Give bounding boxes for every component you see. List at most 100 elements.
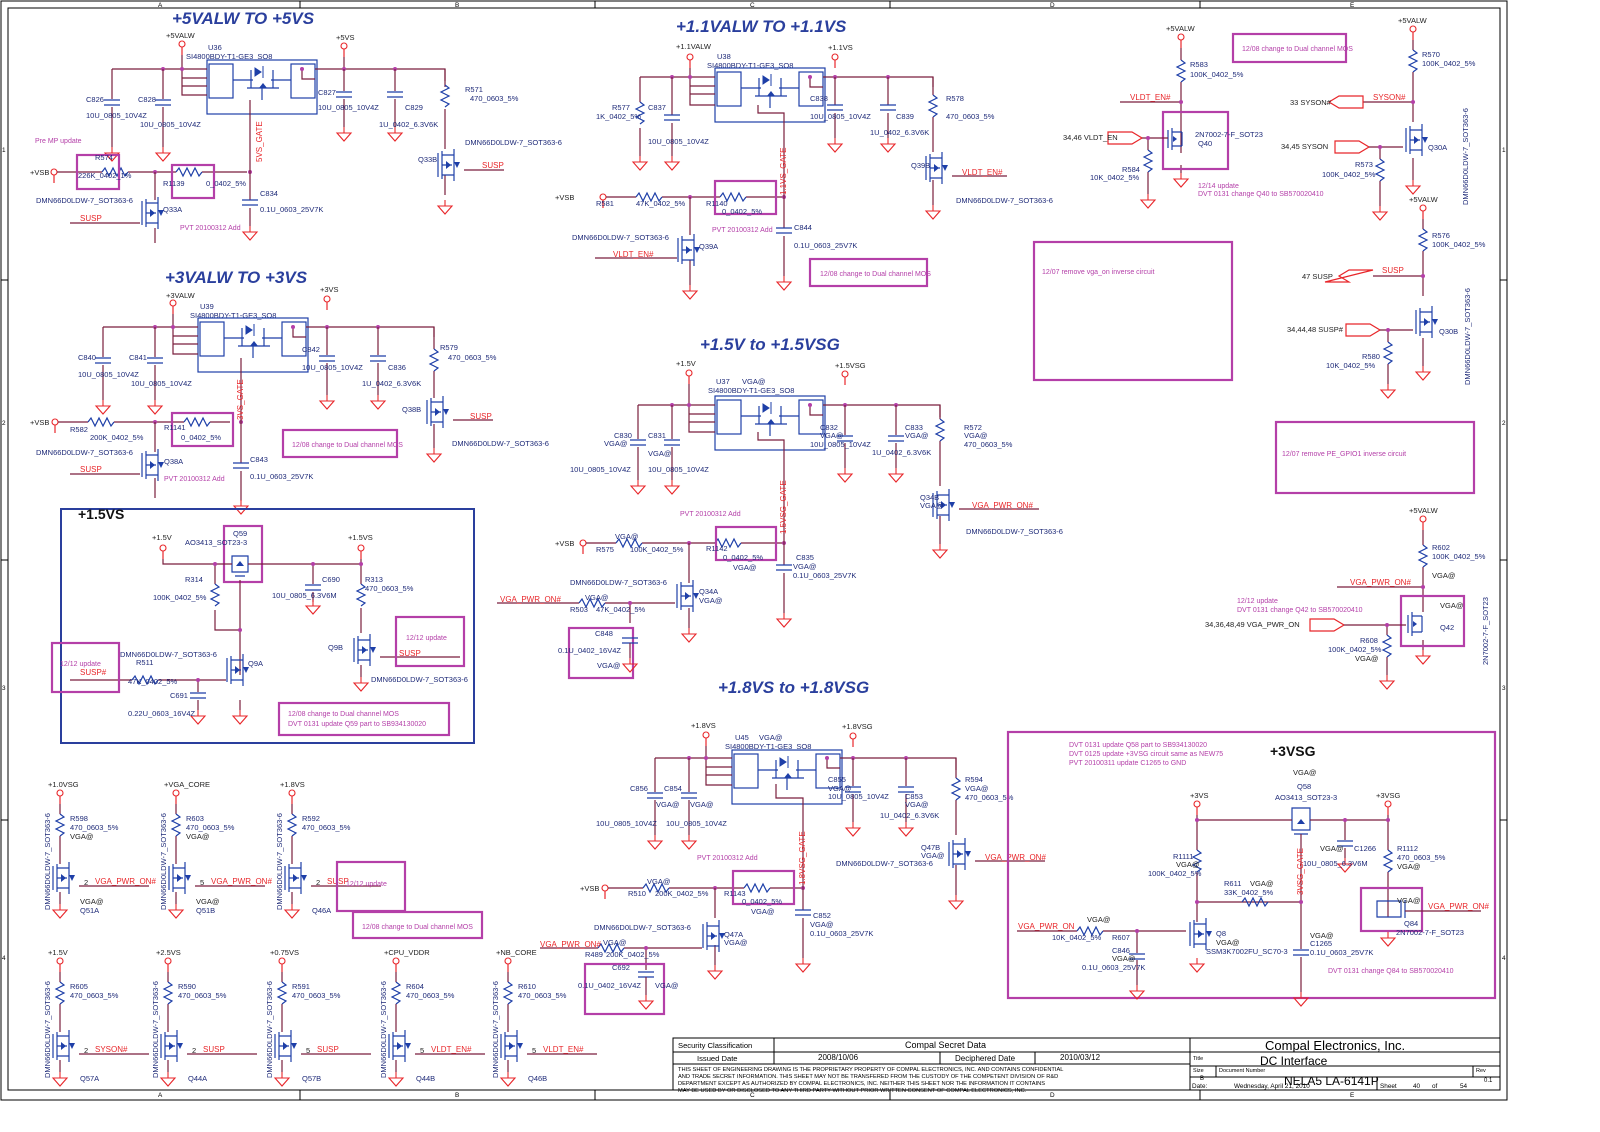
document-title: DC Interface	[1260, 1054, 1328, 1068]
resistor-value: 100K_0402_5%	[1432, 552, 1486, 561]
zone-label: D	[1050, 2, 1055, 9]
resistor-ref: R607	[1112, 933, 1130, 942]
resistor-ref: R583	[1190, 60, 1208, 69]
mosfet-symbol	[52, 1029, 76, 1063]
resistor-value: 470_0603_5%	[406, 991, 455, 1000]
rail-label: +VSB	[30, 418, 49, 427]
annotation: 12/12 update	[406, 635, 447, 642]
gate-net-label: 3VS_GATE	[236, 379, 245, 420]
annotation: 12/07 remove PE_GPIO1 inverse circuit	[1282, 451, 1406, 458]
resistor-value: 1K_0402_5%	[596, 112, 641, 121]
pin-number: 2	[84, 1046, 88, 1055]
net-label: SYSON#	[95, 1045, 128, 1054]
rail-symbol	[56, 789, 64, 805]
resistor-ref: R611	[1224, 879, 1241, 888]
mosfet-part: DMN66D0LDW-7_SOT363-6	[594, 923, 691, 932]
issued-date-value: 2008/10/06	[818, 1053, 859, 1062]
cap-ref: C829	[405, 103, 423, 112]
annotation: DVT 0131 update Q59 part to SB934130020	[288, 721, 426, 728]
revision-label: Rev	[1476, 1068, 1486, 1074]
cap-value: 10U_0805_10V4Z	[86, 111, 147, 120]
annotation: 12/12 update	[1237, 598, 1278, 605]
rail-label: +2.5VS	[156, 948, 181, 957]
annotation: DVT 0131 change Q40 to SB570020410	[1198, 191, 1324, 198]
cap-ref: C832	[820, 423, 838, 432]
cap-value: 10U_0805_6.3V6M	[1303, 859, 1368, 868]
rail-label: +3VSG	[1376, 791, 1401, 800]
pin-number: 2	[316, 878, 320, 887]
mosfet-symbol	[388, 1029, 412, 1063]
mosfet-ref: Q46B	[528, 1074, 547, 1083]
resistor-ref: R579	[440, 343, 458, 352]
resistor-ref: R570	[1422, 50, 1440, 59]
option-tag: VGA@	[1216, 938, 1239, 947]
option-tag: VGA@	[699, 596, 722, 605]
option-tag: VGA@	[604, 439, 627, 448]
rail-label: +5VALW	[1409, 506, 1439, 515]
port-label: 34,44,48 SUSP#	[1287, 325, 1344, 334]
cap-value: 1U_0402_6.3V6K	[362, 379, 421, 388]
sheet-label: Sheet	[1380, 1083, 1397, 1090]
cap-value: 10U_0805_10V4Z	[666, 819, 727, 828]
resistor-symbol	[55, 813, 65, 837]
zone-label: 3	[2, 685, 6, 692]
option-tag: VGA@	[648, 449, 671, 458]
annotation: PVT 20100312 Add	[680, 511, 741, 518]
annotation: DVT 0131 change Q84 to SB570020410	[1328, 968, 1454, 975]
net-label: SUSP	[80, 214, 102, 223]
net-label: SUSP#	[80, 668, 107, 677]
resistor-value: 100K_0402_5%	[153, 593, 207, 602]
cap-ref: C691	[170, 691, 188, 700]
resistor-ref: R578	[946, 94, 964, 103]
resistor-ref: R571	[465, 85, 483, 94]
rail-label: +VGA_CORE	[164, 780, 210, 789]
option-tag: VGA@	[964, 431, 987, 440]
resistor-ref: R1140	[706, 199, 728, 208]
date-value: Wednesday, April 21, 2010	[1234, 1083, 1310, 1090]
net-label: VGA_PWR_ON#	[1428, 902, 1489, 911]
cap-value: 10U_0805_10V4Z	[302, 363, 363, 372]
mosfet-ref: Q58	[1297, 782, 1311, 791]
resistor-ref: R577	[612, 103, 630, 112]
document-number-label: Document Number	[1219, 1068, 1265, 1074]
zone-label: 4	[1502, 955, 1506, 962]
mosfet-symbol	[52, 861, 76, 895]
option-tag: VGA@	[70, 832, 93, 841]
rail-label: +1.8VS	[691, 721, 716, 730]
section-3vsg: +3VSG DVT 0131 update Q58 part to SB9341…	[1006, 730, 1497, 1007]
cap-value: 0.1U_0402_16V4Z	[578, 981, 641, 990]
annotation: Pre MP update	[35, 138, 82, 145]
option-tag: VGA@	[1355, 654, 1378, 663]
gate-net-label: 1.8VSG_GATE	[798, 831, 807, 885]
ic-ref: U36	[208, 43, 222, 52]
mosfet-ref: Q34B	[920, 493, 939, 502]
resistor-value: 100K_0402_5%	[1322, 170, 1376, 179]
section-title: +1.5VS	[78, 506, 124, 522]
mosfet-ref: Q59	[233, 529, 247, 538]
cap-ref: C827	[318, 88, 336, 97]
option-tag: VGA@	[751, 907, 774, 916]
port-label: 47 SUSP	[1302, 272, 1333, 281]
resistor-symbol	[171, 813, 181, 837]
cap-ref: C853	[905, 792, 923, 801]
ic-part: SI4800BDY-T1-GE3_SO8	[186, 52, 272, 61]
mosfet-ref: Q8	[1216, 929, 1226, 938]
rail-label: +1.1VS	[828, 43, 853, 52]
cap-ref: C837	[648, 103, 666, 112]
revision-value: 0.1	[1484, 1078, 1493, 1084]
security-classification-value: Compal Secret Data	[905, 1040, 986, 1050]
net-label: VLDT_EN#	[543, 1045, 584, 1054]
option-tag: VGA@	[656, 800, 679, 809]
rail-symbol	[278, 957, 286, 973]
option-tag: VGA@	[810, 920, 833, 929]
net-label: SYSON#	[1373, 93, 1406, 102]
net-label: VGA_PWR_ON#	[95, 877, 156, 886]
net-label: VGA_PWR_ON	[1018, 922, 1075, 931]
cap-value: 10U_0805_10V4Z	[648, 137, 709, 146]
resistor-value: 100K_0402_5%	[1422, 59, 1476, 68]
option-tag: VGA@	[585, 593, 608, 602]
rail-label: +3VALW	[166, 291, 196, 300]
cap-ref: C833	[905, 423, 923, 432]
annotation: PVT 20100312 Add	[180, 225, 241, 232]
